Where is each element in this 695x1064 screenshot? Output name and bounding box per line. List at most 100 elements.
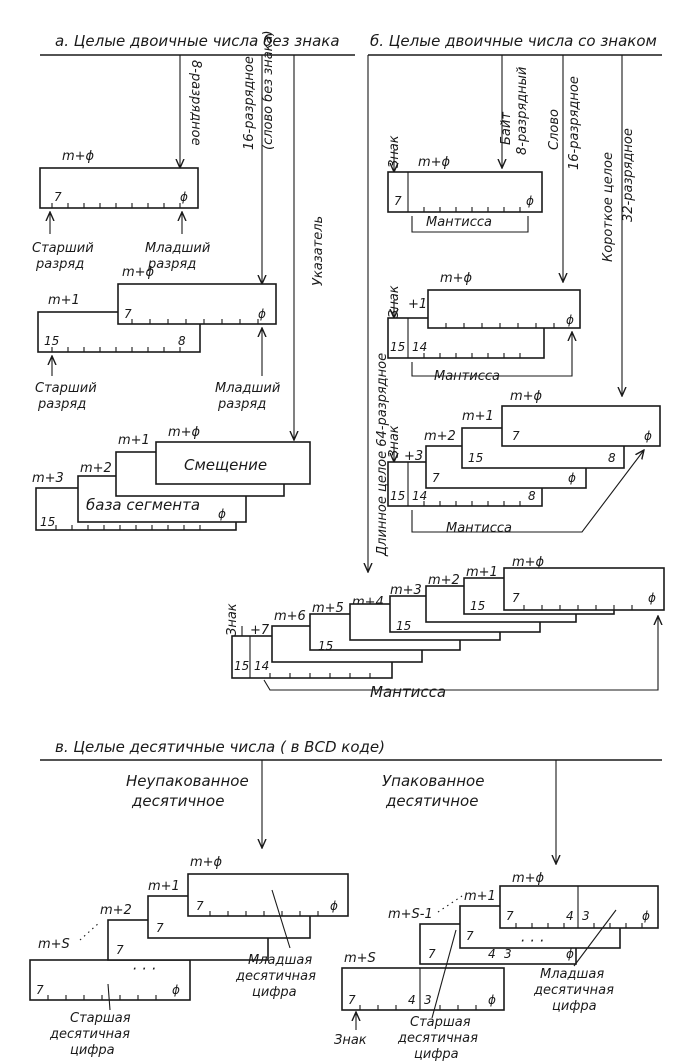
a-word-bit15: 15 — [44, 334, 59, 348]
a-ptr-addr2: m+2 — [80, 461, 112, 476]
b-long-addr0: m+ϕ — [512, 555, 545, 570]
v-up-high1: Старшая — [70, 1011, 131, 1026]
a-byte-msb1: Старший — [32, 241, 94, 256]
a-ptr-addr3: m+3 — [32, 471, 64, 486]
v-p-dots: · · · — [520, 932, 544, 950]
a-ptr-bit0: ϕ — [218, 507, 226, 521]
b-word-label2: 16-разрядное — [567, 76, 582, 170]
a-word-addr1: m+1 — [48, 293, 80, 308]
b-byte-label1: Байт — [499, 112, 514, 145]
b-short-r3-bit8: 8 — [528, 489, 536, 503]
b-long-top-bit7: 7 — [512, 591, 520, 605]
b-word-addr0: m+ϕ — [440, 271, 473, 286]
v-up-low1: Младшая — [248, 953, 312, 968]
v-up-addr1: m+1 — [148, 879, 180, 894]
a-byte-bit0: ϕ — [180, 190, 188, 204]
v-up-r0-bit0: ϕ — [330, 899, 338, 913]
b-byte-field: Знак m+ϕ 7 ϕ Мантисса — [387, 135, 543, 233]
b-short-label1: Короткое целое — [601, 152, 616, 262]
b-long-sign: Знак — [225, 603, 240, 636]
v-up-addrs: m+S — [38, 937, 70, 952]
b-long-addr3: m+3 — [390, 583, 422, 598]
b-short-addr2: m+2 — [424, 429, 456, 444]
b-word-bit15: 15 — [390, 340, 405, 354]
v-p-r0-bit4: 4 — [566, 909, 574, 923]
v-p-addrs: m+S — [344, 951, 376, 966]
b-word-label1: Слово — [547, 109, 562, 150]
v-p-r3-bit4: 4 — [408, 993, 416, 1007]
v-p-r0-bit7: 7 — [506, 909, 514, 923]
v-p-r2-bit0: ϕ — [566, 947, 574, 961]
b-short-field: Знак m+ϕ m+1 m+2 +3 7 ϕ 15 8 7 ϕ 15 14 8… — [387, 389, 661, 536]
b-long-r5-bit15: 15 — [318, 639, 333, 653]
v-p-sign: Знак — [334, 1033, 367, 1048]
a-ptr-bit15: 15 — [40, 515, 55, 529]
a-byte-lsb1: Младший — [145, 241, 210, 256]
a-pointer-label: Указатель — [311, 216, 326, 286]
b-short-addr0: m+ϕ — [510, 389, 543, 404]
b-short-label2: 32-разрядное — [621, 128, 636, 222]
v-packed1: Упакованное — [382, 772, 484, 790]
b-byte-label2: 8-разрядный — [515, 67, 530, 155]
a-byte-msb2: разряд — [35, 257, 84, 272]
a-word-lsb2: разряд — [217, 397, 266, 412]
a-ptr-addr0: m+ϕ — [168, 425, 201, 440]
b-short-mantissa: Мантисса — [446, 521, 512, 536]
v-p-r2-bit7: 7 — [428, 947, 436, 961]
b-short-r3-bit14: 14 — [412, 489, 427, 503]
v-p-r1-bit7: 7 — [466, 929, 474, 943]
v-up-r2-bit7: 7 — [116, 943, 124, 957]
v-p-low1: Младшая — [540, 967, 604, 982]
b-byte-bit7: 7 — [394, 194, 402, 208]
a-word-addr0: m+ϕ — [122, 265, 155, 280]
v-p-r3-bit3: 3 — [424, 993, 432, 1007]
a-word-bit8: 8 — [178, 334, 186, 348]
v-up-r0-bit7: 7 — [196, 899, 204, 913]
a-pointer-field: m+ϕ m+1 m+2 m+3 Смещение база сегмента ϕ… — [32, 425, 311, 531]
b-long-top-bit0: ϕ — [648, 591, 656, 605]
a-word-bit0: ϕ — [258, 307, 266, 321]
b-long-addr2: m+2 — [428, 573, 460, 588]
v-packed-field: m+ϕ m+1 m+S-1 m+S 7 4 3 ϕ 7 7 4 3 · · · … — [334, 871, 659, 1062]
b-word-mantissa: Мантисса — [434, 369, 500, 384]
b-word-field: Знак m+ϕ +1 ϕ 15 14 Мантисса — [387, 271, 581, 384]
a-byte-label: 8-разрядное — [188, 60, 203, 146]
v-p-low3: цифра — [552, 999, 597, 1014]
b-short-r2-bit0: ϕ — [568, 471, 576, 485]
b-long-addr7: +7 — [250, 623, 270, 638]
v-up-r3-bit0: ϕ — [172, 983, 180, 997]
b-long-addr5: m+5 — [312, 601, 344, 616]
v-up-addr2: m+2 — [100, 903, 132, 918]
a-word-label1: 16-разрядное — [242, 56, 257, 150]
b-long-label: Длинное целое 64-разрядное — [375, 353, 390, 557]
v-p-addrs1: m+S-1 — [388, 907, 433, 922]
v-up-low2: десятичная — [235, 969, 316, 984]
a-word-lsb1: Младший — [215, 381, 280, 396]
v-p-r0-bit3: 3 — [582, 909, 590, 923]
v-p-addr0: m+ϕ — [512, 871, 545, 886]
b-short-r1-bit15: 15 — [468, 451, 483, 465]
b-byte-addr: m+ϕ — [418, 155, 451, 170]
v-p-r0-bit0: ϕ — [642, 909, 650, 923]
v-p-r3-bit0: ϕ — [488, 993, 496, 1007]
b-short-r2-bit7: 7 — [432, 471, 440, 485]
b-short-r0-bit0: ϕ — [644, 429, 652, 443]
b-word-bit14: 14 — [412, 340, 427, 354]
heading-b-text: б. Целые двоичные числа со знаком — [370, 32, 657, 50]
b-word-addr1: +1 — [408, 297, 427, 312]
v-p-high3: цифра — [414, 1047, 459, 1062]
v-unpacked2: десятичное — [131, 792, 224, 810]
a-word-msb1: Старший — [35, 381, 97, 396]
b-byte-mantissa: Мантисса — [426, 215, 492, 230]
v-up-high2: десятичная — [49, 1027, 130, 1042]
a-byte-bit7: 7 — [54, 190, 62, 204]
section-b: Длинное целое 64-разрядное Байт 8-разряд… — [225, 55, 665, 701]
b-long-bot-bit14: 14 — [254, 659, 269, 673]
section-v: в. Целые десятичные числа ( в BCD коде) … — [29, 738, 662, 1062]
section-a: 8-разрядное 16-разрядное (слово без знак… — [32, 30, 326, 531]
b-word-bit0: ϕ — [566, 313, 574, 327]
b-short-r0-bit7: 7 — [512, 429, 520, 443]
v-p-r2-bit3: 3 — [504, 947, 512, 961]
a-word-field: m+ϕ m+1 7 ϕ 15 8 Старший разряд Младший … — [35, 265, 280, 412]
v-up-low3: цифра — [252, 985, 297, 1000]
